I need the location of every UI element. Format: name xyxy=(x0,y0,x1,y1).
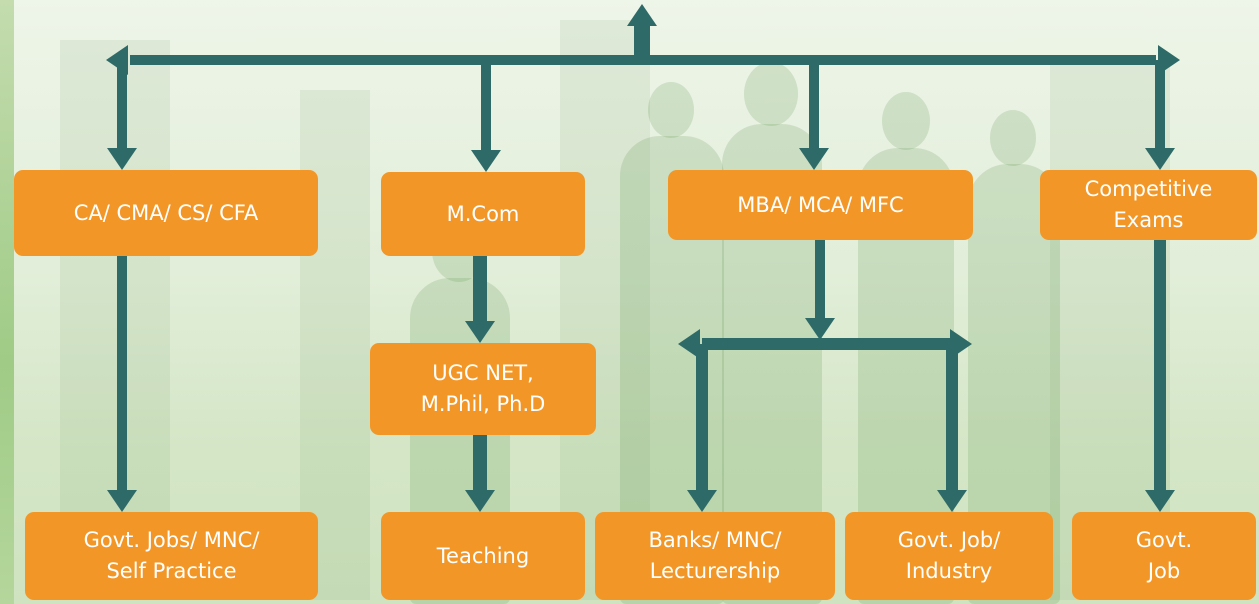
node-banks-mnc-lecturership: Banks/ MNC/ Lecturership xyxy=(595,512,835,600)
node-teaching: Teaching xyxy=(381,512,585,600)
top-up-arrowhead xyxy=(627,4,657,26)
arrowhead-split-to-govt-job-industry xyxy=(937,490,967,512)
background-building xyxy=(60,40,170,600)
node-ca-cma-cs-cfa: CA/ CMA/ CS/ CFA xyxy=(14,170,318,256)
background-silhouette-head xyxy=(882,92,930,150)
node-ugc-net-mphil-phd: UGC NET, M.Phil, Ph.D xyxy=(370,343,596,435)
arrowhead-to-competitive xyxy=(1145,148,1175,170)
background-silhouette-head xyxy=(744,62,798,126)
arrowhead-to-mba xyxy=(799,148,829,170)
background-silhouette-head xyxy=(990,110,1036,166)
node-mba-mca-mfc: MBA/ MCA/ MFC xyxy=(668,170,973,240)
node-govt-job: Govt. Job xyxy=(1072,512,1256,600)
node-govt-job-industry: Govt. Job/ Industry xyxy=(845,512,1053,600)
arrowhead-mcom-to-ugc xyxy=(465,321,495,343)
left-edge-strip xyxy=(0,0,14,604)
arrowhead-mba-to-split xyxy=(805,318,835,340)
arrowhead-to-ca xyxy=(107,148,137,170)
node-govt-jobs-mnc-self-practice: Govt. Jobs/ MNC/ Self Practice xyxy=(25,512,318,600)
arrowhead-ugc-to-teaching xyxy=(465,490,495,512)
background-building xyxy=(560,20,650,600)
arrowhead-split-to-banks xyxy=(687,490,717,512)
arrowhead-competitive-to-govt-job xyxy=(1145,490,1175,512)
arrowhead-ca-to-govt-jobs xyxy=(107,490,137,512)
arrowhead-to-mcom xyxy=(471,150,501,172)
split-left-arrowhead xyxy=(678,329,700,359)
background-silhouette-head xyxy=(648,82,694,138)
node-competitive-exams: Competitive Exams xyxy=(1040,170,1257,240)
node-mcom: M.Com xyxy=(381,172,585,256)
